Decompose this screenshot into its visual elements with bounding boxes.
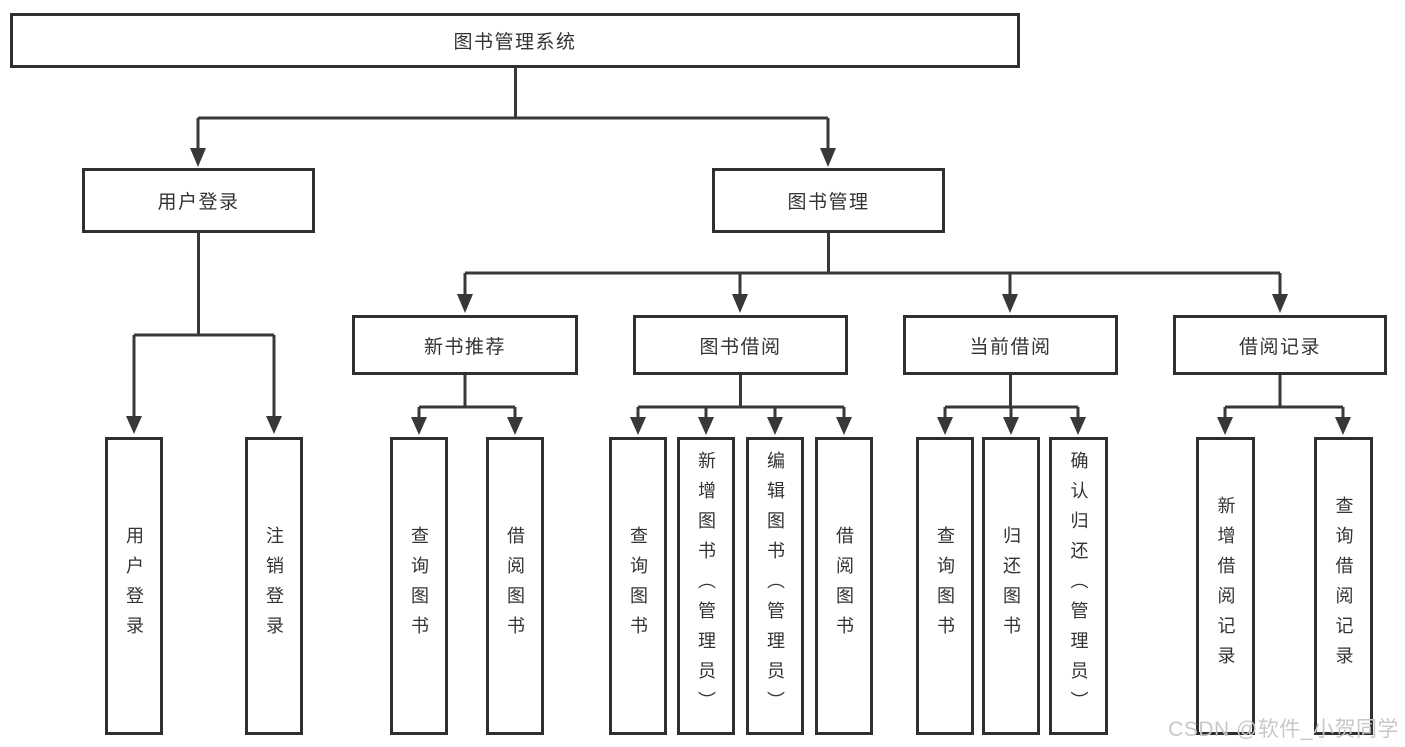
- connector-borrow-records-to-leaves: [1217, 375, 1351, 435]
- node-new-book-recommend-label: 新书推荐: [423, 336, 506, 358]
- node-leaf-nb-borrow-books-label: 借阅图书: [505, 526, 525, 646]
- node-leaf-cb-return-books-label: 归还图书: [1001, 526, 1021, 646]
- csdn-watermark: CSDN @软件_小贺同学: [1168, 718, 1399, 741]
- node-leaf-logout-label: 注销登录: [264, 526, 284, 646]
- node-user-login: 用户登录: [82, 168, 315, 233]
- node-current-borrow: 当前借阅: [903, 315, 1118, 375]
- node-leaf-cb-confirm-return-admin-label: 确认归还（管理员）: [1068, 451, 1089, 721]
- node-leaf-bb-edit-books-admin-label: 编辑图书（管理员）: [765, 451, 785, 721]
- node-leaf-nb-borrow-books: 借阅图书: [486, 437, 544, 735]
- node-book-mgmt: 图书管理: [712, 168, 945, 233]
- node-borrow-records: 借阅记录: [1173, 315, 1387, 375]
- node-book-mgmt-label: 图书管理: [787, 192, 870, 213]
- node-leaf-logout: 注销登录: [245, 437, 303, 735]
- node-leaf-br-query-record-label: 查询借阅记录: [1333, 496, 1354, 676]
- node-leaf-bb-edit-books-admin: 编辑图书（管理员）: [746, 437, 804, 735]
- node-leaf-bb-query-books-label: 查询图书: [628, 526, 648, 646]
- node-leaf-nb-query-books-label: 查询图书: [409, 526, 429, 646]
- connector-root-to-level2: [190, 68, 836, 167]
- node-leaf-cb-query-books: 查询图书: [916, 437, 974, 735]
- connector-new-book-to-leaves: [411, 375, 523, 435]
- node-book-borrow-label: 图书借阅: [699, 336, 782, 358]
- node-user-login-label: 用户登录: [157, 192, 240, 213]
- node-leaf-user-login-label: 用户登录: [124, 526, 144, 646]
- node-new-book-recommend: 新书推荐: [352, 315, 578, 375]
- node-leaf-br-add-record: 新增借阅记录: [1196, 437, 1255, 735]
- node-leaf-nb-query-books: 查询图书: [390, 437, 448, 735]
- connector-book-borrow-to-leaves: [630, 375, 852, 435]
- node-leaf-bb-borrow-books: 借阅图书: [815, 437, 873, 735]
- node-book-borrow: 图书借阅: [633, 315, 848, 375]
- node-leaf-bb-borrow-books-label: 借阅图书: [834, 526, 854, 646]
- node-leaf-bb-add-books-admin-label: 新增图书（管理员）: [696, 451, 716, 721]
- node-root: 图书管理系统: [10, 13, 1020, 68]
- node-leaf-br-query-record: 查询借阅记录: [1314, 437, 1373, 735]
- node-root-label: 图书管理系统: [453, 32, 577, 53]
- node-leaf-user-login: 用户登录: [105, 437, 163, 735]
- node-leaf-cb-confirm-return-admin: 确认归还（管理员）: [1049, 437, 1108, 735]
- node-leaf-cb-query-books-label: 查询图书: [935, 526, 955, 646]
- node-borrow-records-label: 借阅记录: [1238, 336, 1321, 358]
- node-current-borrow-label: 当前借阅: [969, 336, 1052, 358]
- connector-user-login-to-leaves: [126, 233, 282, 434]
- node-leaf-bb-add-books-admin: 新增图书（管理员）: [677, 437, 735, 735]
- connector-current-borrow-to-leaves: [937, 375, 1086, 435]
- node-leaf-cb-return-books: 归还图书: [982, 437, 1040, 735]
- connector-book-mgmt-to-level3: [457, 233, 1288, 313]
- node-leaf-br-add-record-label: 新增借阅记录: [1215, 496, 1236, 676]
- node-leaf-bb-query-books: 查询图书: [609, 437, 667, 735]
